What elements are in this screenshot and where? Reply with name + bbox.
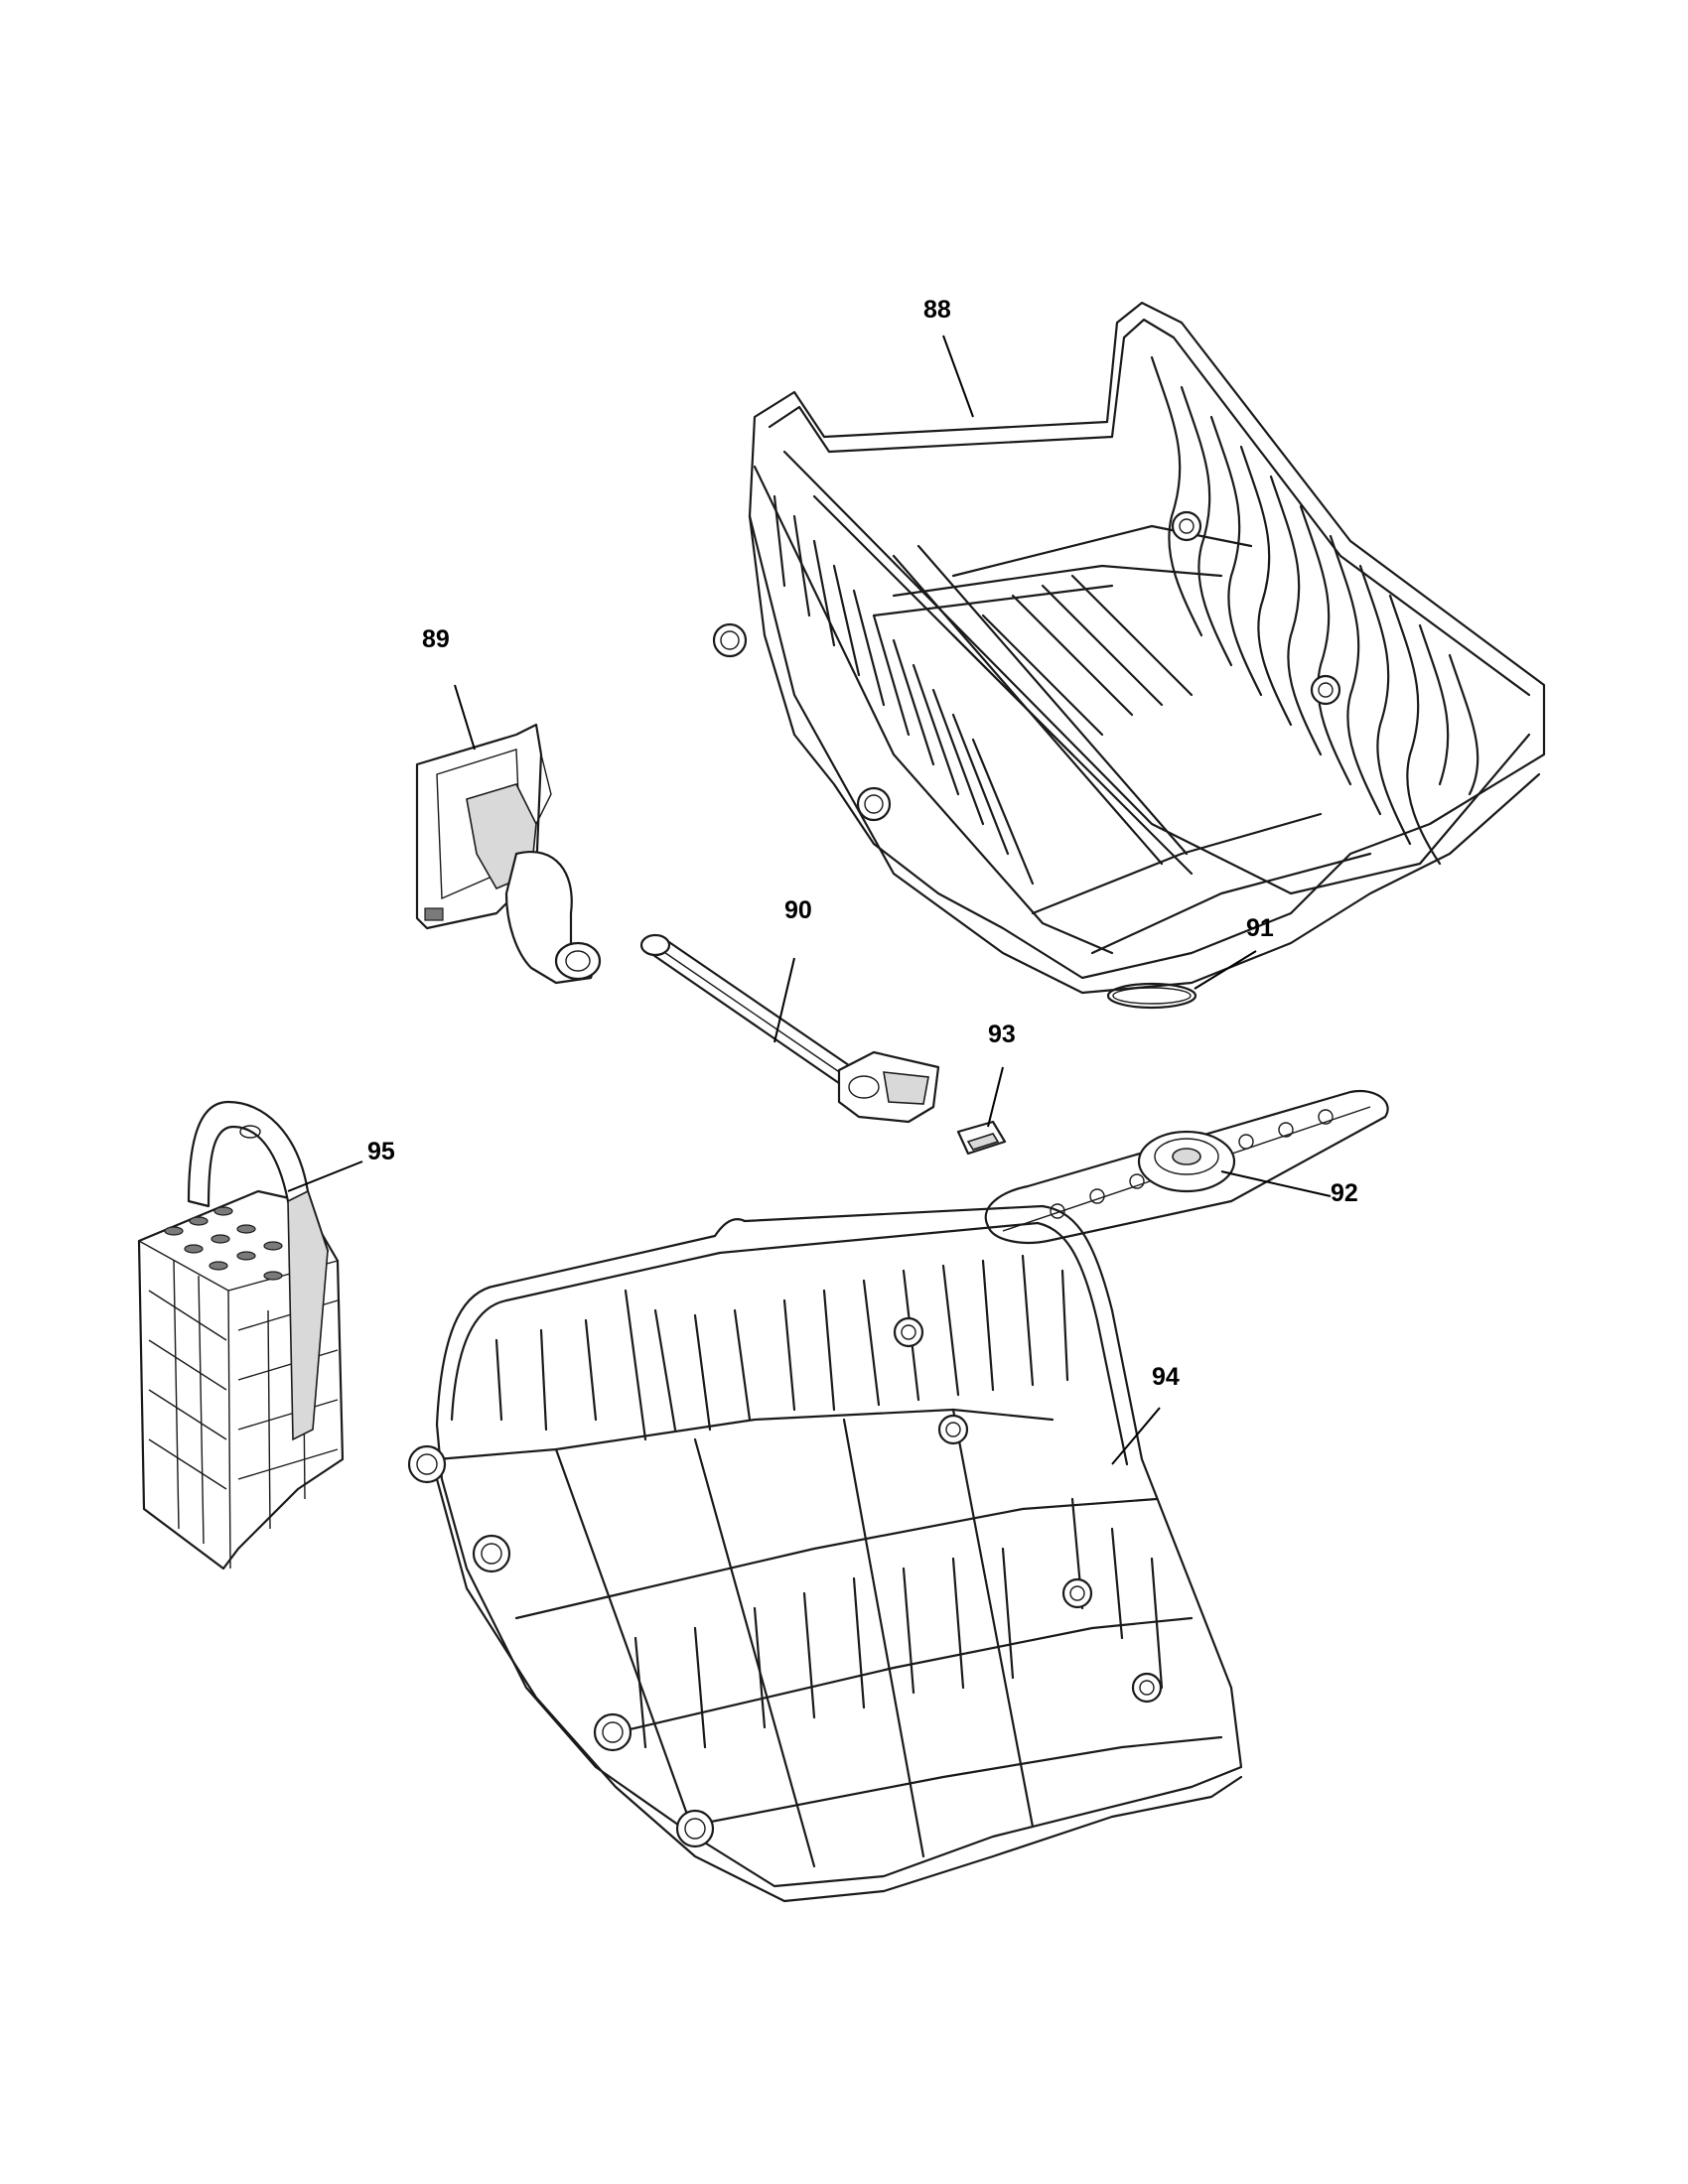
spray-manifold <box>415 723 602 985</box>
callout-89: 89 <box>422 625 450 653</box>
spray-arm-tube <box>639 933 940 1124</box>
lower-rack-wheel <box>407 1316 1163 1848</box>
o-ring <box>1106 982 1197 1010</box>
clip <box>956 1120 1007 1156</box>
lower-spray-arm <box>984 1089 1389 1244</box>
cutlery-basket <box>137 1100 345 1570</box>
callout-95: 95 <box>367 1138 395 1165</box>
callout-88: 88 <box>923 296 951 324</box>
callout-91: 91 <box>1246 914 1274 942</box>
upper-rack-wheel <box>712 510 1341 822</box>
callout-92: 92 <box>1331 1179 1358 1207</box>
callout-94: 94 <box>1152 1363 1180 1391</box>
callout-93: 93 <box>988 1021 1016 1048</box>
callout-90: 90 <box>784 896 812 924</box>
lower-rack <box>407 1204 1243 1903</box>
upper-rack <box>712 301 1546 995</box>
